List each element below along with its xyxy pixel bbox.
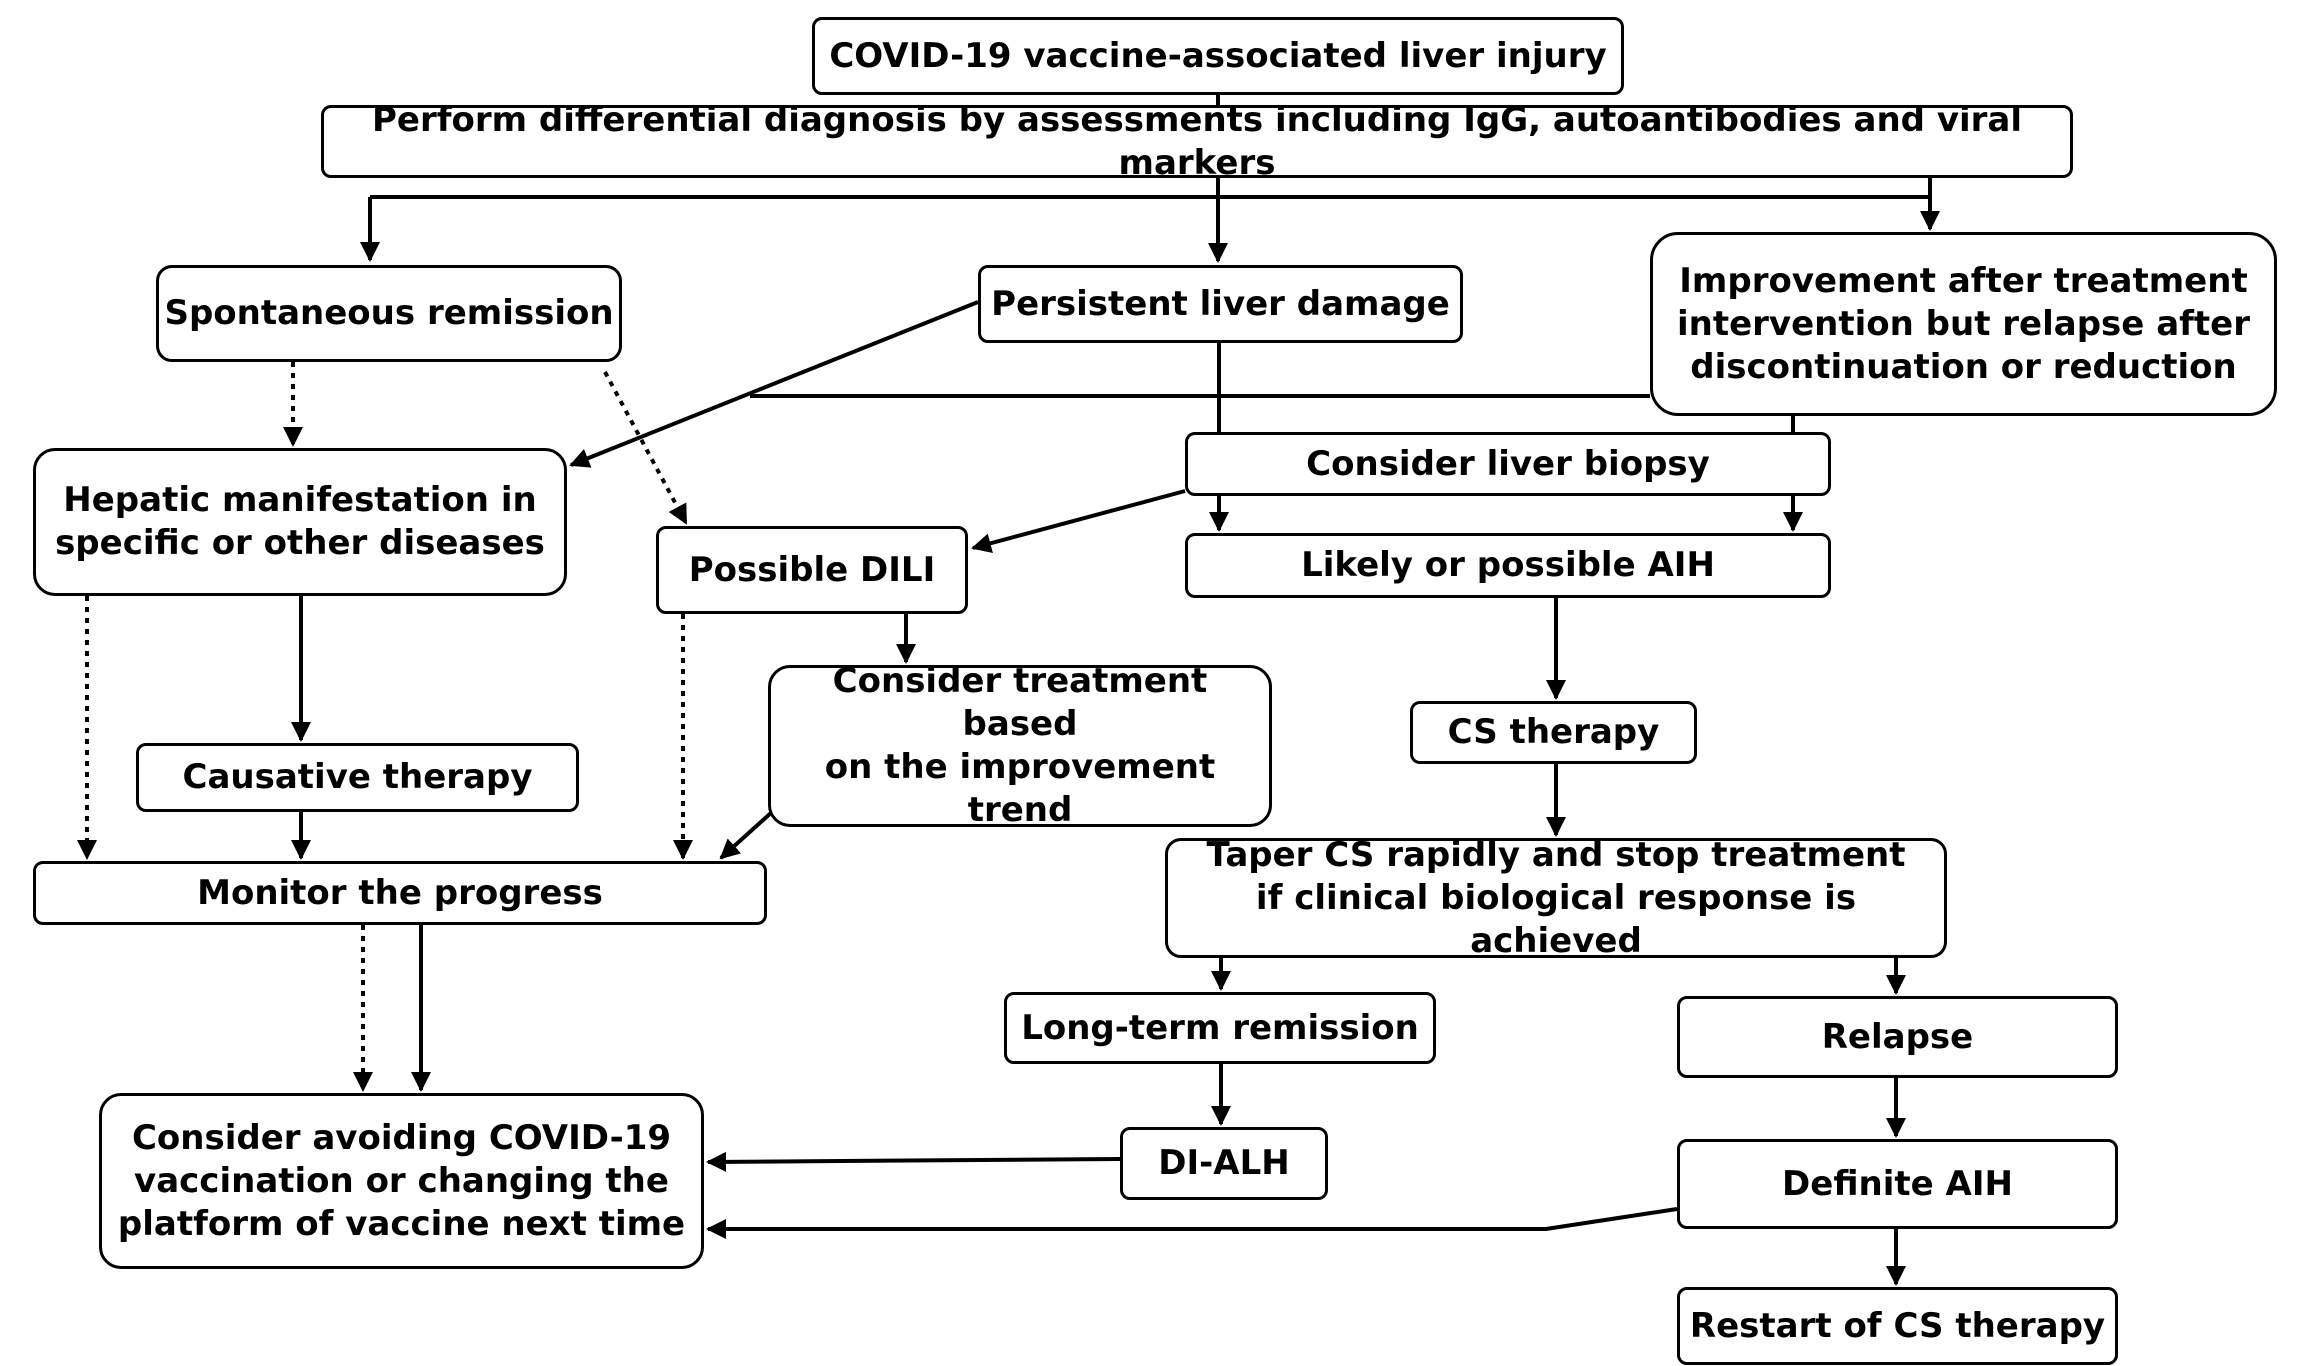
- node-covid-liver-injury: COVID-19 vaccine-associated liver injury: [812, 17, 1624, 95]
- node-relapse: Relapse: [1677, 996, 2118, 1078]
- node-consider-liver-biopsy: Consider liver biopsy: [1185, 432, 1831, 496]
- node-likely-possible-aih: Likely or possible AIH: [1185, 533, 1831, 598]
- node-long-term-remission: Long-term remission: [1004, 992, 1436, 1064]
- node-consider-treatment: Consider treatment based on the improvem…: [768, 661, 1272, 830]
- node-possible-dili: Possible DILI: [656, 526, 968, 614]
- node-differential-diagnosis: Perform differential diagnosis by assess…: [321, 100, 2073, 183]
- node-persistent-liver-damage: Persistent liver damage: [978, 265, 1463, 343]
- arrow-treatment-to-monitor: [719, 810, 774, 860]
- node-hepatic-manifestation: Hepatic manifestation in specific or oth…: [33, 448, 567, 596]
- node-taper-cs: Taper CS rapidly and stop treatment if c…: [1165, 835, 1947, 961]
- node-monitor-progress: Monitor the progress: [33, 861, 767, 925]
- node-definite-aih: Definite AIH: [1677, 1139, 2118, 1229]
- node-cs-therapy: CS therapy: [1410, 701, 1697, 764]
- node-improvement-relapse: Improvement after treatment intervention…: [1650, 232, 2277, 416]
- arrow-biopsy-to-dili: [971, 489, 1186, 553]
- node-restart-cs: Restart of CS therapy: [1677, 1287, 2118, 1365]
- arrow-persistent-to-hepatic: [569, 300, 979, 468]
- node-causative-therapy: Causative therapy: [136, 743, 579, 812]
- node-spontaneous-remission: Spontaneous remission: [156, 265, 622, 362]
- node-consider-avoiding: Consider avoiding COVID-19 vaccination o…: [99, 1093, 704, 1269]
- arrow-dialh-to-avoiding: [706, 1151, 1121, 1172]
- node-di-alh: DI-ALH: [1120, 1127, 1328, 1200]
- arrow-definite-to-avoiding: [706, 1207, 1678, 1239]
